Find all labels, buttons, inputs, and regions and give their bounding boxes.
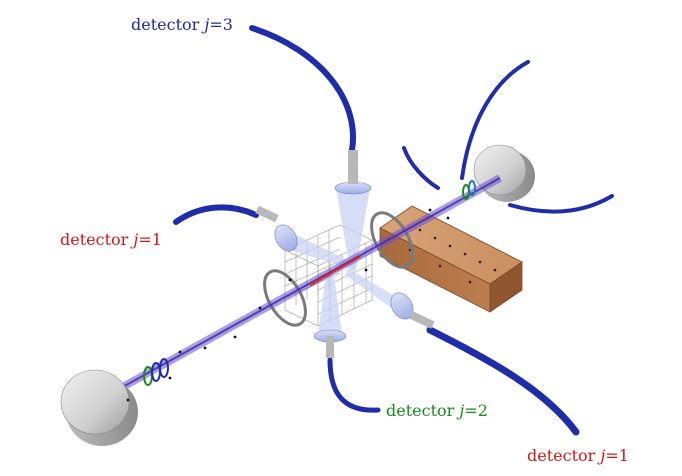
label-eq: =3 [209, 15, 233, 34]
fiber-top [249, 25, 356, 153]
fiber-upper-right-a [460, 60, 530, 180]
label-word: detector [131, 15, 200, 34]
label-var: j [459, 401, 465, 420]
fiber-bottom-mid [327, 357, 381, 413]
lens-cone-top [336, 188, 370, 270]
label-var: j [600, 446, 606, 465]
label-eq: =1 [138, 230, 162, 249]
collection-lenses [255, 150, 435, 358]
label-detector-j1-left: detector j=1 [60, 232, 162, 248]
label-eq: =1 [605, 446, 629, 465]
optical-fibers [173, 25, 614, 436]
beam-coils [143, 180, 476, 386]
label-word: detector [60, 230, 129, 249]
label-word: detector [527, 446, 596, 465]
label-var: j [133, 230, 139, 249]
fiber-left [173, 204, 259, 225]
atom-dots [126, 208, 450, 402]
lens-cone-bottom [318, 275, 342, 335]
lens-cone-right [345, 268, 406, 318]
label-var: j [204, 15, 210, 34]
label-detector-j1-right: detector j=1 [527, 448, 629, 464]
lens-cone-left [282, 228, 355, 270]
label-word: detector [386, 401, 455, 420]
mirror-right [473, 144, 535, 202]
fiber-right [508, 194, 614, 214]
laser-beam [108, 174, 502, 398]
fiber-upper-right-b [402, 146, 440, 190]
mirror-left [60, 369, 138, 446]
label-eq: =2 [464, 401, 488, 420]
label-detector-j2: detector j=2 [386, 403, 488, 419]
fiber-bottom-right [426, 326, 580, 436]
label-detector-j3: detector j=3 [131, 17, 233, 33]
